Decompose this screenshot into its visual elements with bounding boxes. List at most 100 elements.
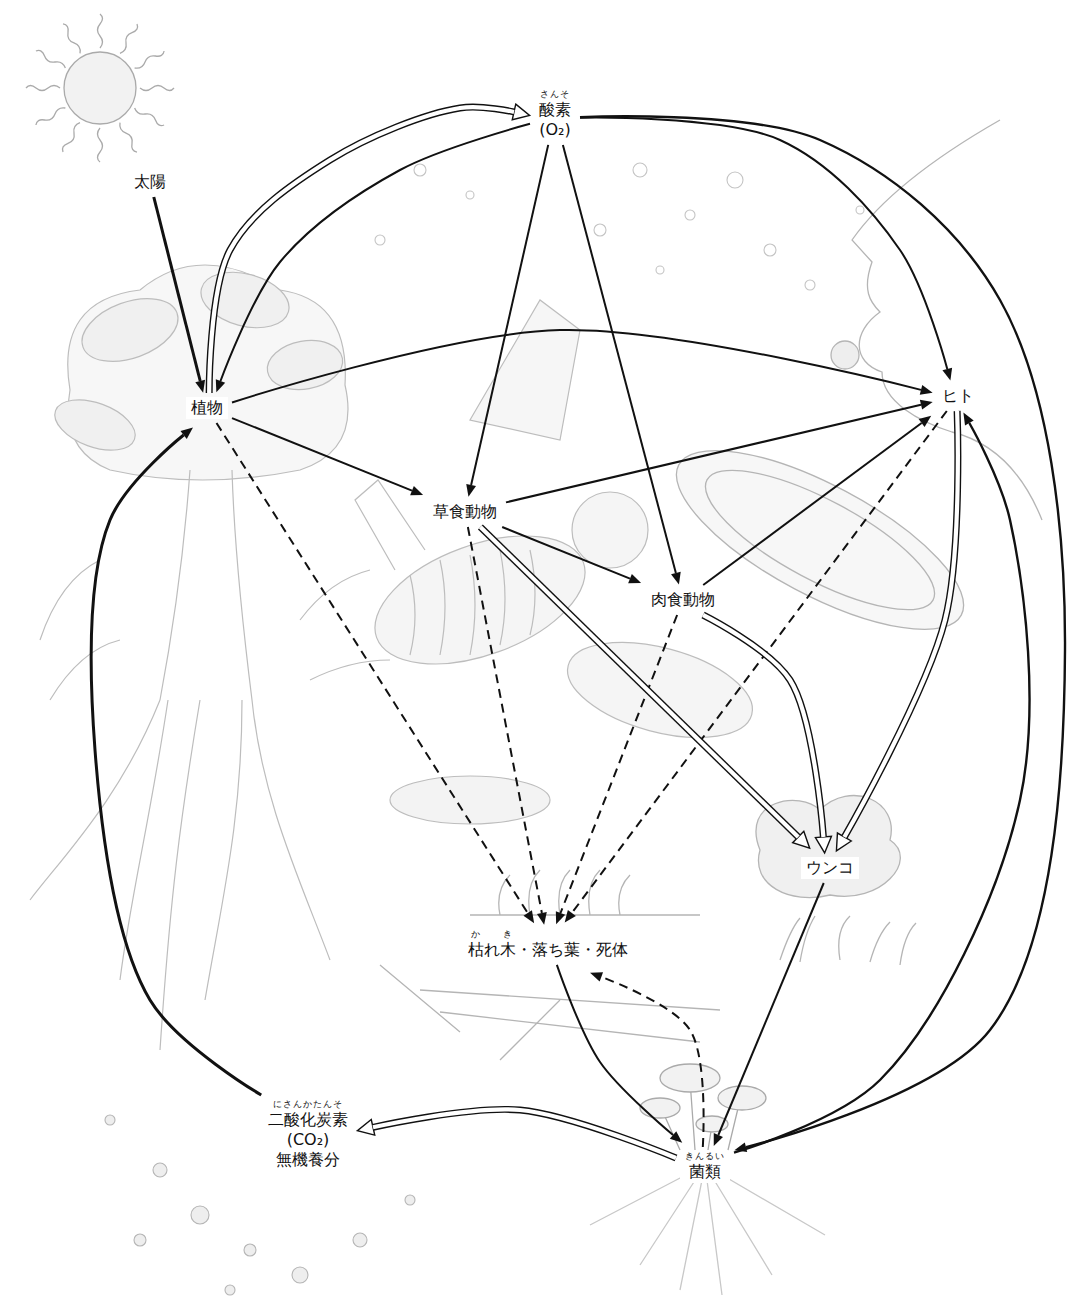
node-label: 酸素 (O₂) — [539, 100, 571, 140]
flow-arrow — [703, 423, 921, 585]
carcass — [390, 776, 550, 824]
dashed-arrow — [572, 411, 947, 913]
solid-arrow — [580, 116, 1065, 1147]
flow-arrow — [572, 411, 947, 913]
flow-arrow — [221, 124, 531, 381]
sun-ray — [133, 106, 165, 127]
flow-arrow — [601, 977, 703, 1147]
fallen-logs — [380, 965, 720, 1060]
hollow-arrow-outline — [373, 1109, 676, 1158]
bubble — [856, 206, 864, 214]
plate-rim — [688, 445, 952, 636]
bubble — [656, 266, 664, 274]
bubble — [353, 1233, 367, 1247]
human-drawing — [653, 120, 1042, 664]
dashed-arrow — [601, 977, 703, 1147]
bubble — [244, 1244, 256, 1256]
sun-disc — [64, 52, 136, 124]
sun-ray — [98, 128, 103, 162]
flow-arrow — [373, 1109, 676, 1158]
sun-ray — [118, 23, 139, 55]
flow-arrow — [718, 883, 823, 1135]
co2-bubbles — [105, 1115, 415, 1295]
solid-arrow — [154, 197, 200, 381]
zebra-body — [358, 511, 602, 690]
furigana: さんそ — [539, 90, 571, 100]
leaf — [73, 287, 186, 374]
hollow-arrow-outline — [844, 411, 957, 837]
solid-arrow — [580, 118, 947, 369]
sun-ray — [61, 121, 82, 153]
furigana: きんるい — [685, 1152, 725, 1162]
food-plate — [653, 416, 987, 663]
sun-ray — [26, 86, 60, 91]
bubble — [466, 191, 474, 199]
flow-arrow — [232, 330, 921, 403]
bubble — [292, 1267, 308, 1283]
sun-ray — [140, 86, 174, 91]
mushroom-cap — [718, 1086, 766, 1110]
mushroom-cap — [640, 1098, 680, 1118]
co2-node: にさんかたんそ二酸化炭素 (CO₂) 無機養分 — [263, 1099, 353, 1171]
lion-mane — [572, 492, 648, 568]
solid-arrow — [734, 423, 1030, 1153]
human-node: ヒト — [937, 385, 979, 407]
sun-ray — [35, 106, 67, 127]
bubble — [685, 210, 695, 220]
node-label: 植物 — [191, 398, 223, 418]
flow-arrow — [734, 423, 1030, 1153]
mushroom-drawing — [590, 1064, 825, 1295]
bubble — [191, 1206, 209, 1224]
dashed-arrow — [468, 527, 542, 913]
solid-arrow — [91, 435, 261, 1095]
solid-arrow — [232, 330, 921, 403]
sun-drawing — [26, 14, 174, 162]
solid-arrow — [563, 145, 676, 573]
bubble — [225, 1285, 235, 1295]
bubble — [805, 280, 815, 290]
sun-ray — [61, 23, 82, 55]
flow-arrow — [506, 405, 921, 503]
node-label: 枯れ木・落ち葉・死体 — [468, 940, 628, 960]
flow-arrow — [703, 615, 823, 837]
poop-drawing — [756, 796, 900, 898]
tree-trunk — [160, 470, 252, 700]
flow-arrow — [580, 116, 1065, 1147]
node-label: 菌類 — [685, 1162, 725, 1182]
flow-arrow — [154, 197, 200, 381]
sun-label: 太陽 — [129, 171, 171, 193]
hollow-arrow-fill — [480, 527, 798, 837]
flow-arrow — [468, 527, 542, 913]
solid-arrow — [703, 423, 921, 585]
leaf — [263, 335, 346, 395]
node-label: ウンコ — [806, 858, 854, 878]
bubble — [153, 1163, 167, 1177]
sun-ray — [35, 49, 67, 70]
node-label: 二酸化炭素 (CO₂) 無機養分 — [268, 1110, 348, 1170]
flow-arrow — [557, 965, 673, 1135]
solid-arrow — [471, 145, 548, 485]
oxygen-bubbles — [375, 163, 864, 290]
flow-arrow — [563, 145, 676, 573]
human-face — [852, 120, 1042, 520]
bubble — [134, 1234, 146, 1246]
flow-arrow — [471, 145, 548, 485]
hollow-arrow-fill — [844, 411, 957, 837]
solid-arrow — [506, 405, 921, 503]
hollow-arrow-outline — [703, 615, 823, 837]
flow-arrow — [217, 423, 528, 913]
carnivore-node: 肉食動物 — [646, 589, 720, 611]
flow-arrow — [209, 107, 514, 393]
flow-arrow — [844, 411, 957, 837]
solid-arrow — [221, 124, 531, 381]
flow-arrow — [580, 118, 947, 369]
hollow-arrow-fill — [209, 107, 514, 393]
deadwood-node: か き枯れ木・落ち葉・死体 — [463, 929, 633, 961]
bubble — [594, 224, 606, 236]
bubble — [633, 163, 647, 177]
sun-ray — [133, 49, 165, 70]
node-label: 太陽 — [134, 172, 166, 192]
flow-arrow — [232, 418, 412, 491]
hollow-arrow-fill — [703, 615, 823, 837]
